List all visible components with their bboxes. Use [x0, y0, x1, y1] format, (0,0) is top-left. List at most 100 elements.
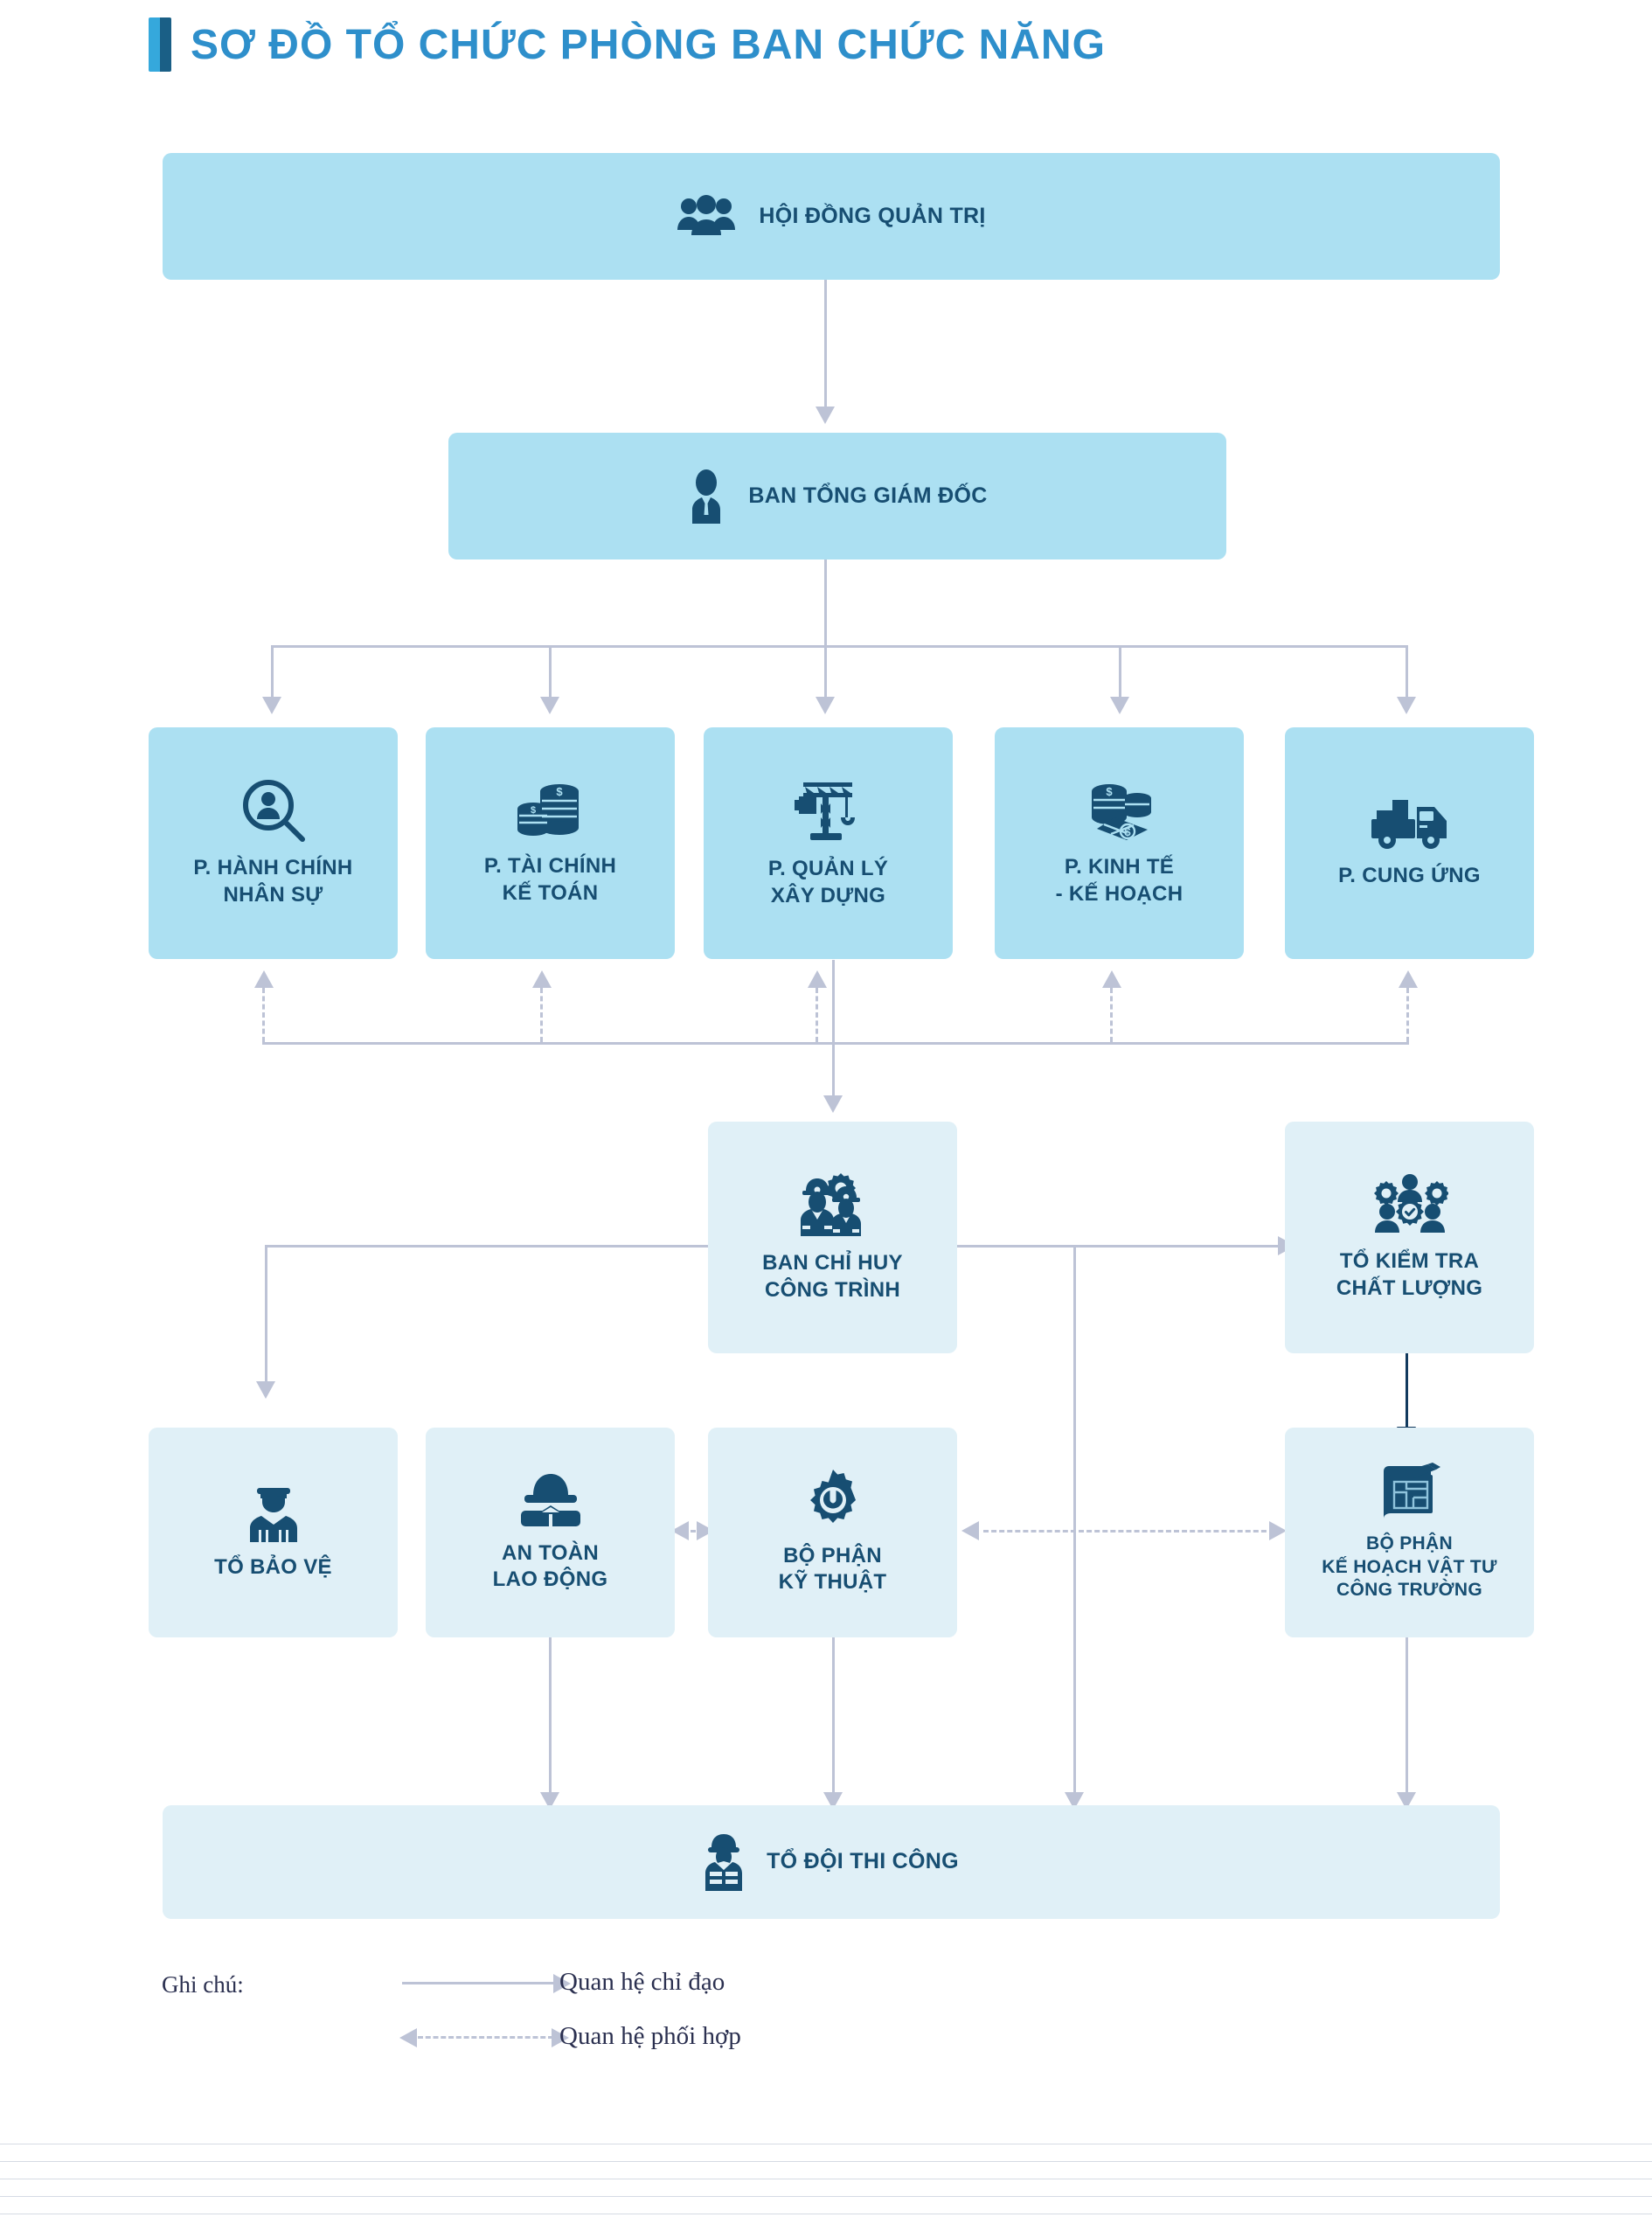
node-site-materials-planning-label: BỘ PHẬN KẾ HOẠCH VẬT TƯ CÔNG TRƯỜNG: [1322, 1533, 1496, 1602]
node-dept-construction-label: P. QUẢN LÝ XÂY DỰNG: [768, 856, 888, 908]
node-dept-finance-label-line2: KẾ TOÁN: [502, 880, 599, 905]
footer-rule-2: [0, 2161, 1652, 2162]
node-general-directors[interactable]: BAN TỔNG GIÁM ĐỐC: [448, 433, 1226, 560]
node-security-team[interactable]: TỔ BẢO VỆ: [149, 1428, 398, 1637]
connector-qc-to-materials: [1406, 1353, 1408, 1430]
node-dept-construction-label-line2: XÂY DỰNG: [770, 883, 886, 907]
workers-gear-icon: [795, 1171, 871, 1238]
arrowhead-security: [256, 1381, 275, 1399]
connector-site-cmd-to-crews-trunk: [1073, 1245, 1076, 1796]
connector-site-cmd-to-security: [265, 1245, 267, 1385]
node-dept-economics-label-line1: P. KINH TẾ: [1064, 855, 1175, 879]
arrowhead-coord-safety: [671, 1521, 689, 1540]
construction-worker-icon: [704, 1833, 744, 1891]
node-construction-crews[interactable]: TỔ ĐỘI THI CÔNG: [163, 1805, 1500, 1919]
connector-constr-to-site-cmd: [832, 960, 835, 1100]
node-dept-economics[interactable]: $ $ P. KINH TẾ - KẾ HOẠCH: [995, 727, 1244, 959]
node-dept-construction-label-line1: P. QUẢN LÝ: [767, 857, 889, 881]
node-board-of-directors[interactable]: HỘI ĐỒNG QUẢN TRỊ: [163, 153, 1500, 280]
arrowhead-coord-technical-right: [961, 1521, 979, 1540]
legend: Ghi chú: Quan hệ chỉ đạo Quan hệ phối hợ…: [162, 1963, 948, 2071]
node-dept-finance-label: P. TÀI CHÍNH KẾ TOÁN: [484, 853, 616, 906]
node-dept-finance-label-line1: P. TÀI CHÍNH: [483, 854, 617, 879]
arrowhead-coord-econ: [1102, 970, 1121, 988]
legend-solid-line: [402, 1982, 555, 1984]
connector-ceo-drop: [824, 560, 827, 647]
arrowhead-site-cmd: [823, 1095, 843, 1113]
legend-dashed-line: [418, 2036, 553, 2039]
connector-dept-econ-drop: [1119, 645, 1121, 699]
node-general-directors-label: BAN TỔNG GIÁM ĐỐC: [748, 483, 988, 508]
node-quality-control[interactable]: TỔ KIỂM TRA CHẤT LƯỢNG: [1285, 1122, 1534, 1353]
node-board-label: HỘI ĐỒNG QUẢN TRỊ: [759, 203, 986, 228]
node-dept-hr-label: P. HÀNH CHÍNH NHÂN SỰ: [193, 855, 352, 907]
connector-dept-constr-drop: [824, 645, 827, 699]
node-labor-safety-label-line1: AN TOÀN: [501, 1540, 599, 1565]
legend-dashed-arrowhead-left: [399, 2028, 417, 2047]
security-guard-icon: [245, 1484, 302, 1542]
person-search-icon: [241, 778, 306, 843]
connector-coord-hr: [262, 988, 265, 1042]
svg-text:$: $: [1106, 785, 1113, 798]
connector-site-cmd-left-bus: [265, 1245, 711, 1248]
node-quality-control-label-line2: CHẤT LƯỢNG: [1336, 1275, 1483, 1300]
arrowhead-coord-hr: [254, 970, 274, 988]
node-dept-hr-label-line2: NHÂN SỰ: [223, 882, 323, 907]
legend-label-command: Quan hệ chỉ đạo: [559, 1968, 725, 1996]
arrowhead-coord-constr: [808, 970, 827, 988]
arrowhead-coord-fin: [532, 970, 552, 988]
node-site-materials-planning-label-line2: KẾ HOẠCH VẬT TƯ: [1322, 1556, 1497, 1577]
node-dept-hr-label-line1: P. HÀNH CHÍNH: [193, 856, 353, 880]
node-dept-supply-label: P. CUNG ỨNG: [1338, 864, 1481, 888]
connector-safety-to-crews: [549, 1626, 552, 1797]
connector-dept-supply-drop: [1406, 645, 1408, 699]
node-quality-control-label: TỔ KIỂM TRA CHẤT LƯỢNG: [1336, 1248, 1482, 1301]
connector-site-cmd-right-bus: [953, 1245, 1285, 1248]
node-technical-dept[interactable]: BỘ PHẬN KỸ THUẬT: [708, 1428, 957, 1637]
delivery-truck-icon: [1370, 796, 1450, 851]
crane-icon: [794, 777, 863, 844]
node-construction-crews-label: TỔ ĐỘI THI CÔNG: [767, 1849, 959, 1874]
legend-solid-arrowhead: [553, 1974, 571, 1993]
connector-coord-technical-materials: [983, 1530, 1274, 1533]
legend-dashed-arrowhead-right: [552, 2028, 569, 2047]
arrowhead-dept-constr: [816, 697, 835, 714]
arrowhead-coord-materials: [1269, 1521, 1287, 1540]
node-site-command[interactable]: BAN CHỈ HUY CÔNG TRÌNH: [708, 1122, 957, 1353]
svg-text:$: $: [556, 785, 563, 798]
page-title: SƠ ĐỒ TỔ CHỨC PHÒNG BAN CHỨC NĂNG: [149, 17, 1106, 72]
connector-materials-to-crews: [1406, 1626, 1408, 1797]
node-site-materials-planning[interactable]: BỘ PHẬN KẾ HOẠCH VẬT TƯ CÔNG TRƯỜNG: [1285, 1428, 1534, 1637]
connector-department-bus: [271, 645, 1407, 648]
money-icon: $ $: [1085, 779, 1155, 842]
connector-technical-to-crews: [832, 1626, 835, 1797]
node-dept-hr[interactable]: P. HÀNH CHÍNH NHÂN SỰ: [149, 727, 398, 959]
node-site-materials-planning-label-line1: BỘ PHẬN: [1366, 1533, 1453, 1554]
connector-coord-constr: [816, 988, 818, 1042]
legend-title: Ghi chú:: [162, 1971, 244, 1998]
connector-dept-hr-drop: [271, 645, 274, 699]
node-site-materials-planning-label-line3: CÔNG TRƯỜNG: [1336, 1580, 1482, 1601]
node-labor-safety[interactable]: AN TOÀN LAO ĐỘNG: [426, 1428, 675, 1637]
people-gears-icon: [1371, 1173, 1448, 1236]
node-site-command-label-line1: BAN CHỈ HUY: [762, 1251, 903, 1275]
node-dept-construction[interactable]: P. QUẢN LÝ XÂY DỰNG: [704, 727, 953, 959]
coin-stacks-icon: $ $: [516, 780, 586, 841]
connector-board-to-ceo: [824, 278, 827, 409]
arrowhead-dept-supply: [1397, 697, 1416, 714]
node-quality-control-label-line1: TỔ KIỂM TRA: [1339, 1249, 1480, 1274]
node-technical-dept-label-line1: BỘ PHẬN: [783, 1543, 882, 1567]
svg-text:$: $: [530, 805, 535, 816]
node-site-command-label-line2: CÔNG TRÌNH: [764, 1277, 900, 1302]
node-dept-supply[interactable]: P. CUNG ỨNG: [1285, 727, 1534, 959]
hardhat-goggles-icon: [512, 1472, 589, 1528]
node-labor-safety-label-line2: LAO ĐỘNG: [492, 1567, 608, 1591]
node-site-command-label: BAN CHỈ HUY CÔNG TRÌNH: [762, 1250, 903, 1303]
connector-coord-supply: [1406, 988, 1409, 1042]
legend-row-coordination: Quan hệ phối hợp: [162, 2017, 948, 2071]
node-dept-finance[interactable]: $ $ P. TÀI CHÍNH KẾ TOÁN: [426, 727, 675, 959]
arrowhead-ceo: [816, 407, 835, 424]
node-technical-dept-label: BỘ PHẬN KỸ THUẬT: [779, 1543, 887, 1595]
node-security-team-label: TỔ BẢO VỆ: [214, 1554, 332, 1579]
